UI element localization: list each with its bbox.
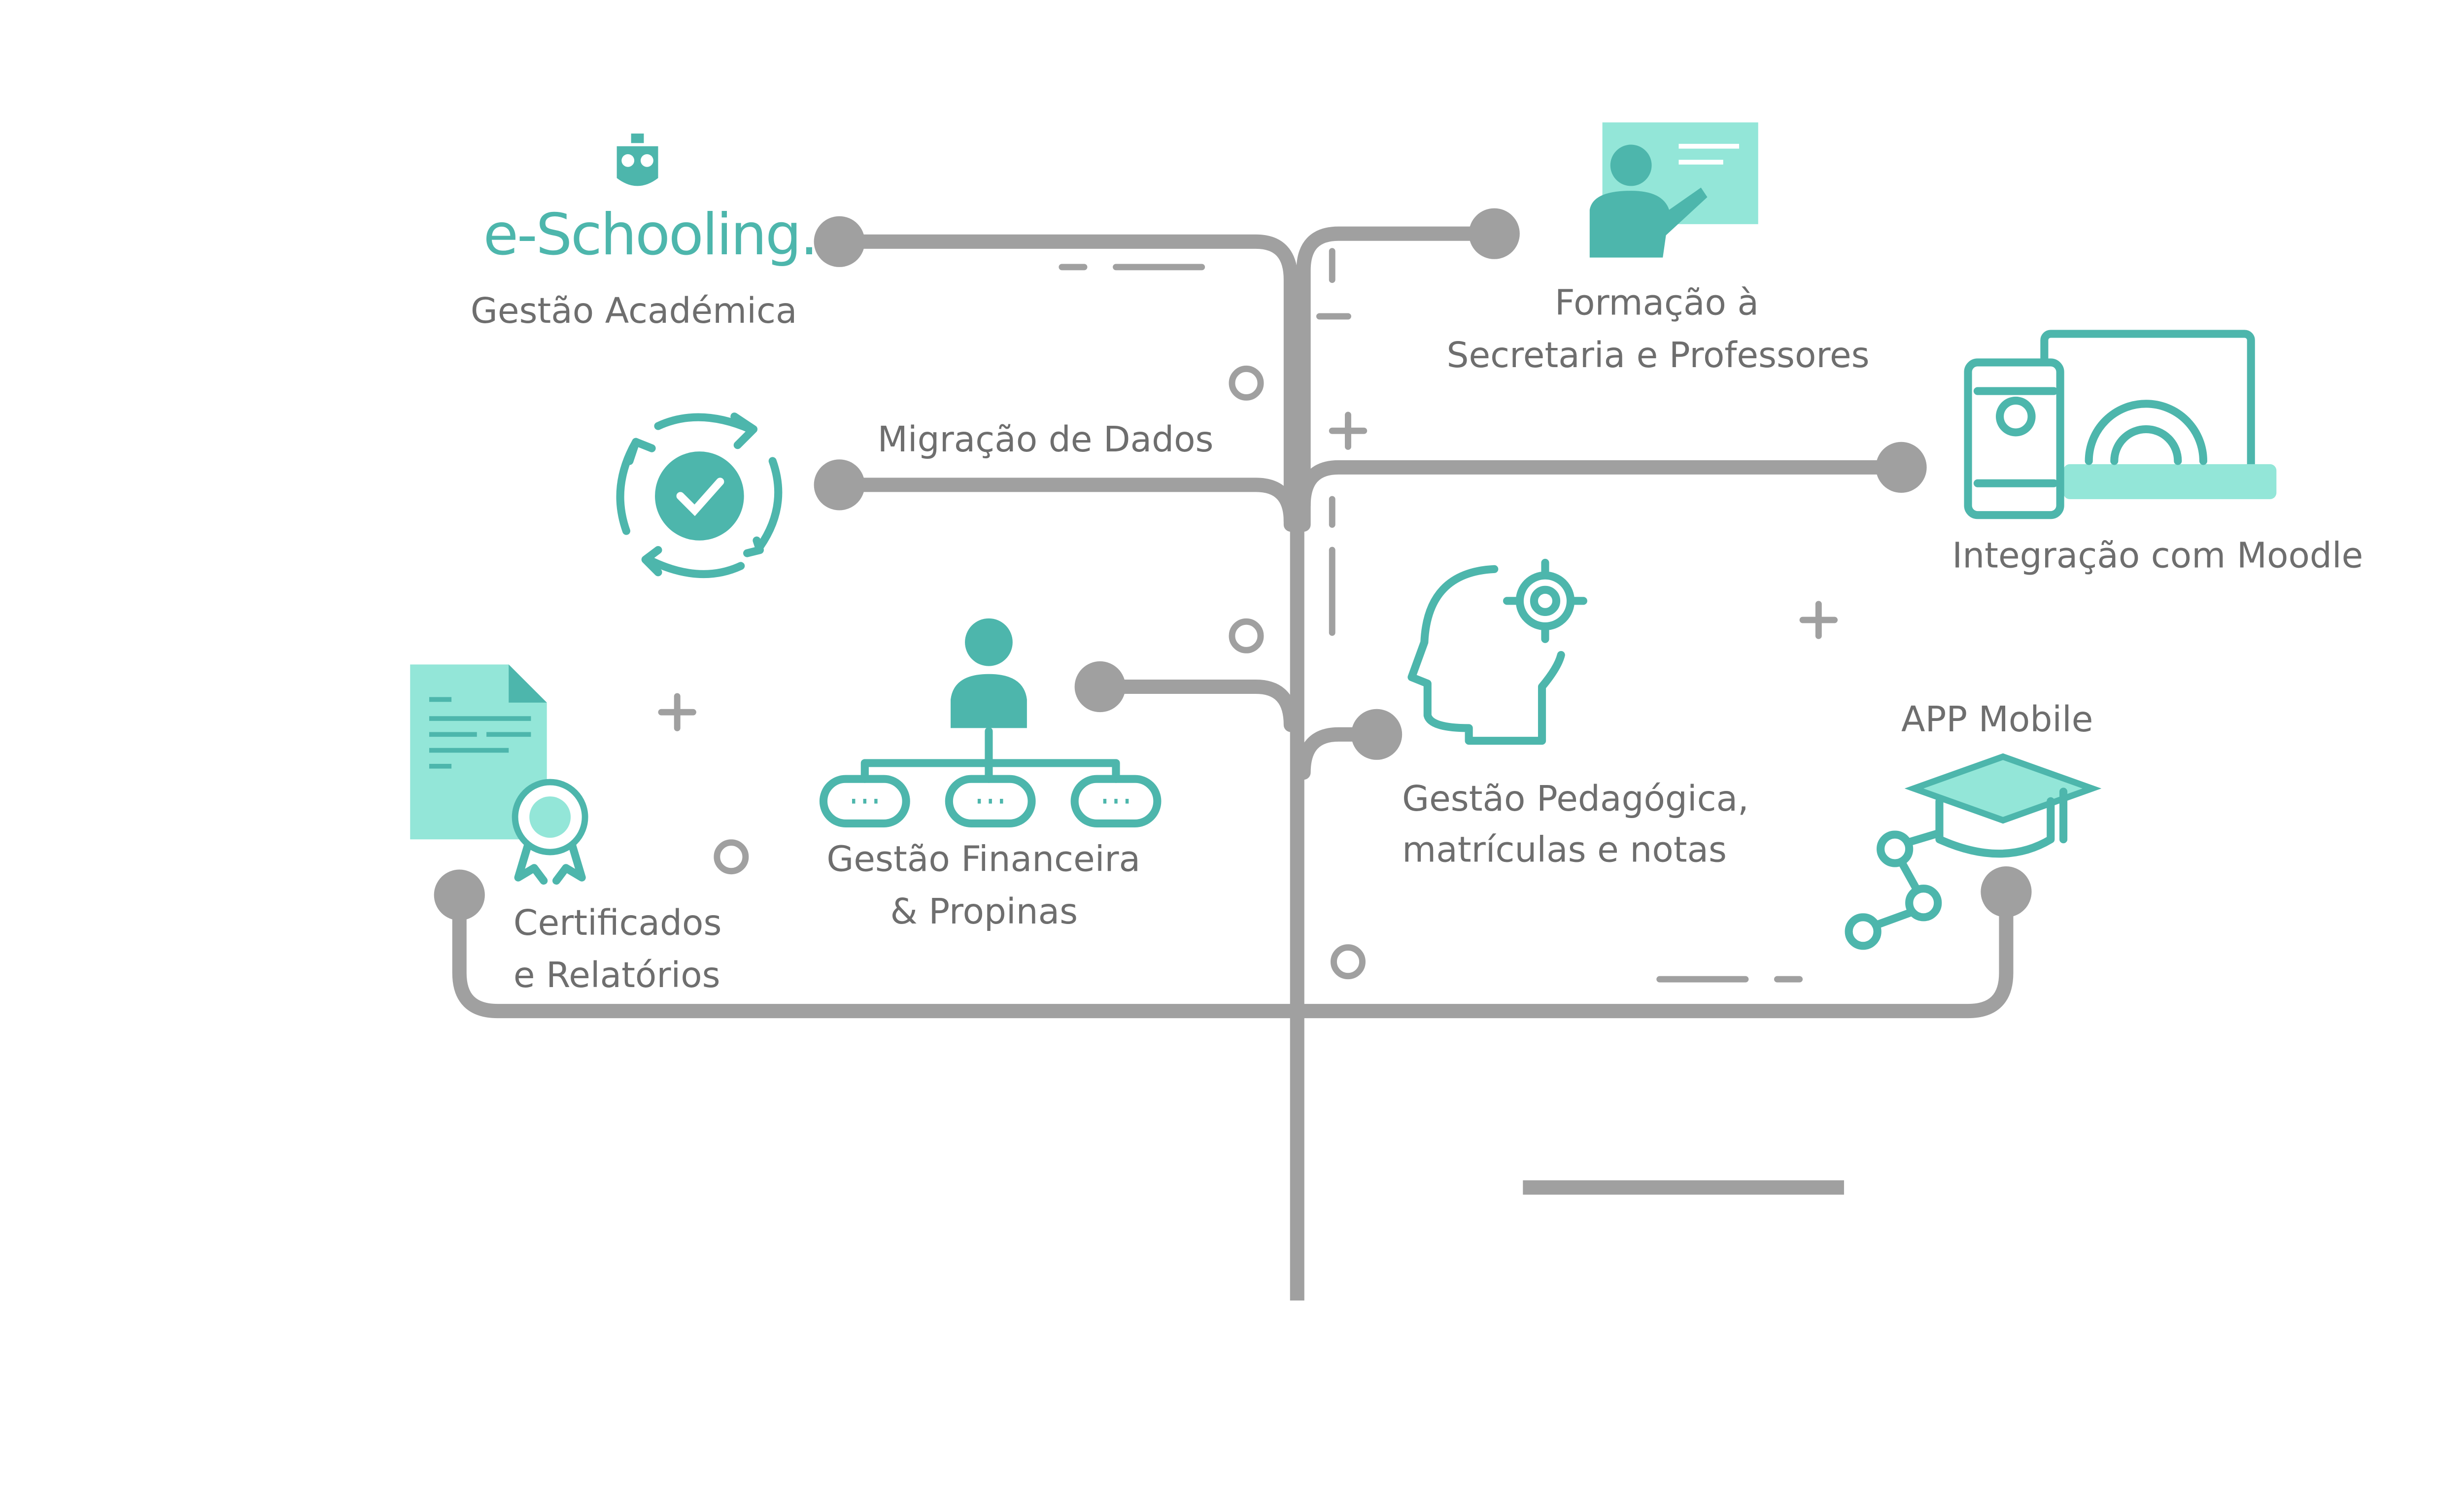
branch-bottom-loop (452, 885, 2014, 1019)
node-pedagogica: Gestão Pedagógica, matrículas e notas (1402, 558, 1749, 870)
node-dot-certificados (434, 869, 485, 921)
node-financeira: Gestão Financeira & Propinas (819, 618, 1162, 932)
node-app: APP Mobile (1845, 699, 2102, 950)
plus-decoration (1329, 411, 1368, 450)
node-dot-migracao (814, 459, 865, 511)
graduation-network-icon (1845, 753, 2102, 950)
devices-gear-icon (1964, 330, 2277, 519)
tree-lines (434, 208, 2032, 1301)
ring-decoration (1229, 365, 1264, 401)
node-moodle: Integração com Moodle (1952, 330, 2363, 576)
node-dot-academica (814, 216, 865, 267)
node-certificados: Certificados e Relatórios (410, 664, 721, 995)
label-migracao: Migração de Dados (878, 419, 1214, 460)
org-chart-icon (819, 618, 1162, 828)
owl-logo-icon (616, 133, 658, 186)
node-formacao: Formação à Secretaria e Professores (1446, 122, 1870, 376)
label-formacao-1: Formação à (1555, 282, 1759, 323)
node-migracao: Migração de Dados (616, 412, 1214, 578)
node-dot-moodle (1876, 442, 1927, 493)
plus-decoration (658, 693, 696, 731)
node-academica: e-Schooling. Gestão Académica (471, 133, 818, 331)
label-certificados-2: e Relatórios (513, 955, 720, 995)
ring-decoration (714, 839, 749, 875)
node-dot-financeira (1074, 661, 1126, 713)
branch-pedagogica (1296, 727, 1384, 780)
sync-check-icon (616, 412, 783, 578)
label-pedagogica-1: Gestão Pedagógica, (1402, 778, 1749, 819)
node-dot-formacao (1469, 208, 1520, 259)
label-certificados-1: Certificados (513, 902, 722, 943)
ring-decoration (1330, 944, 1366, 980)
branch-financeira (1093, 680, 1298, 732)
branch-migracao (832, 478, 1298, 529)
label-academica: Gestão Académica (471, 290, 797, 331)
branch-formacao (1296, 226, 1502, 532)
ring-decoration (1229, 618, 1264, 653)
feature-tree-diagram: e-Schooling. Gestão Académica Formação à… (410, 122, 2363, 1301)
label-formacao-2: Secretaria e Professores (1446, 335, 1869, 376)
node-dot-pedagogica (1351, 709, 1403, 760)
label-financeira-2: & Propinas (890, 891, 1078, 932)
head-gear-icon (1407, 558, 1587, 745)
label-pedagogica-2: matrículas e notas (1402, 829, 1727, 870)
label-app: APP Mobile (1901, 699, 2093, 740)
dash-decoration (1316, 248, 1351, 320)
logo-text: e-Schooling. (483, 202, 817, 268)
certificate-icon (410, 664, 588, 885)
teacher-board-icon (1589, 122, 1758, 258)
node-dot-app (1981, 866, 2032, 918)
label-moodle: Integração com Moodle (1952, 535, 2363, 576)
branch-academica (832, 234, 1298, 532)
label-financeira-1: Gestão Financeira (826, 839, 1140, 880)
plus-decoration (1799, 601, 1838, 639)
decorations (658, 248, 1844, 1195)
branch-moodle (1296, 460, 1909, 513)
